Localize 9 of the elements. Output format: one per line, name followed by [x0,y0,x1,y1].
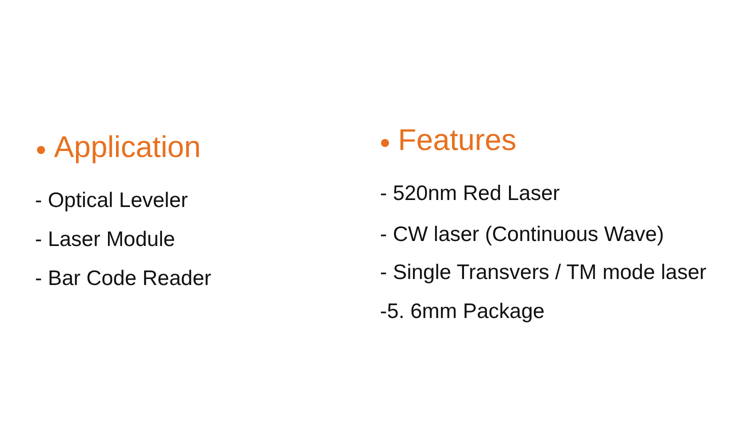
list-item: -5. 6mm Package [380,300,545,322]
list-item: - Single Transvers / TM mode laser [380,262,706,282]
list-item: - Bar Code Reader [35,268,212,288]
section-heading: Features [398,126,516,156]
section-heading: Application [54,133,201,163]
list-item: - Optical Leveler [35,190,188,210]
list-item: - Laser Module [35,228,176,250]
list-item: - CW laser (Continuous Wave) [380,224,664,244]
list-item: - 520nm Red Laser [380,182,560,204]
